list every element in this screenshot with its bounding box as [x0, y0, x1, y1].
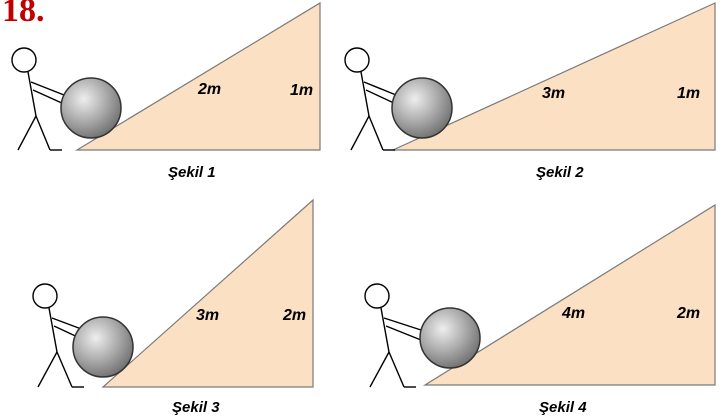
ramp: [101, 198, 314, 388]
height-label: 1m: [290, 82, 313, 99]
ball: [391, 77, 453, 139]
figure-2: 3m 1m Şekil 2: [344, 2, 716, 181]
ball: [72, 316, 134, 378]
ramp: [392, 2, 716, 151]
ball: [419, 307, 481, 369]
ramp: [422, 203, 716, 386]
stick-figure: [364, 283, 422, 388]
stick-figure: [344, 47, 397, 151]
figure-4: 4m 2m Şekil 4: [364, 203, 716, 416]
figure-caption: Şekil 3: [172, 399, 220, 416]
ramp: [74, 1, 321, 151]
figure-caption: Şekil 1: [168, 164, 216, 181]
ball: [60, 77, 122, 139]
figure-caption: Şekil 4: [539, 399, 587, 416]
stick-figure: [11, 47, 65, 151]
figure-1: 2m 1m Şekil 1: [11, 1, 321, 181]
question-number: 18.: [2, 0, 45, 29]
hypotenuse-label: 4m: [561, 305, 585, 322]
height-label: 2m: [282, 307, 306, 324]
hypotenuse-label: 3m: [196, 307, 219, 324]
height-label: 2m: [676, 305, 700, 322]
hypotenuse-label: 2m: [197, 81, 221, 98]
hypotenuse-label: 3m: [542, 85, 565, 102]
height-label: 1m: [677, 85, 700, 102]
figure-caption: Şekil 2: [536, 164, 584, 181]
figure-3: 3m 2m Şekil 3: [32, 198, 314, 416]
